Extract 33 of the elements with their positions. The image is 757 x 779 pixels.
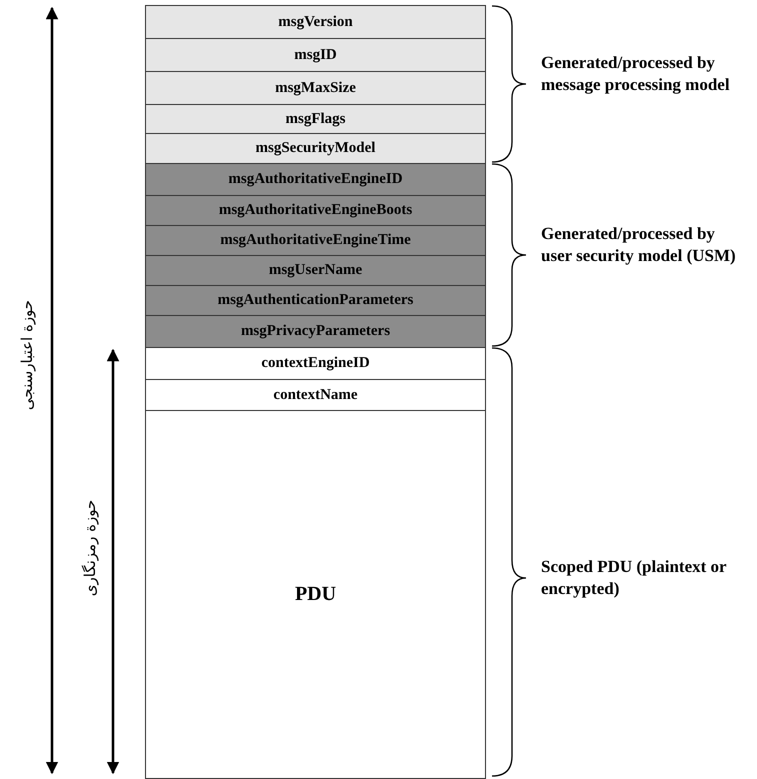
field-name: msgSecurityModel <box>256 140 376 157</box>
field-name: msgAuthoritativeEngineBoots <box>218 202 412 219</box>
field-row <box>145 71 486 105</box>
range-label: حوزة رمزنگاری <box>81 500 100 596</box>
field-row <box>145 133 486 164</box>
field-row <box>145 5 486 39</box>
field-row <box>145 225 486 256</box>
field-name: msgMaxSize <box>275 80 356 96</box>
field-name: msgAuthoritativeEngineID <box>228 171 403 188</box>
field-row <box>145 410 486 779</box>
field-row <box>145 347 486 380</box>
bracket-label: Generated/processed by message processing model <box>541 52 731 96</box>
field-row <box>145 195 486 226</box>
field-row <box>145 38 486 72</box>
bracket-label: Scoped PDU (plaintext or encrypted) <box>541 556 728 600</box>
field-name: contextName <box>273 386 358 404</box>
field-name: msgAuthoritativeEngineTime <box>220 232 411 249</box>
field-row <box>145 285 486 316</box>
field-name: msgVersion <box>278 14 353 30</box>
field-name: msgFlags <box>286 110 346 128</box>
bracket-label: Generated/processed by user security model (USM) <box>541 223 737 267</box>
field-row <box>145 379 486 411</box>
field-name: msgID <box>294 46 337 64</box>
field-row <box>145 255 486 286</box>
field-row <box>145 163 486 196</box>
field-name: msgPrivacyParameters <box>240 323 390 340</box>
field-row <box>145 315 486 348</box>
field-row <box>145 104 486 134</box>
field-name: contextEngineID <box>261 355 370 372</box>
field-name: msgAuthenticationParameters <box>218 292 414 309</box>
field-name: PDU <box>294 583 336 606</box>
field-name: msgUserName <box>268 262 362 279</box>
range-label: حوزة اعتبارسنجی <box>18 300 36 410</box>
